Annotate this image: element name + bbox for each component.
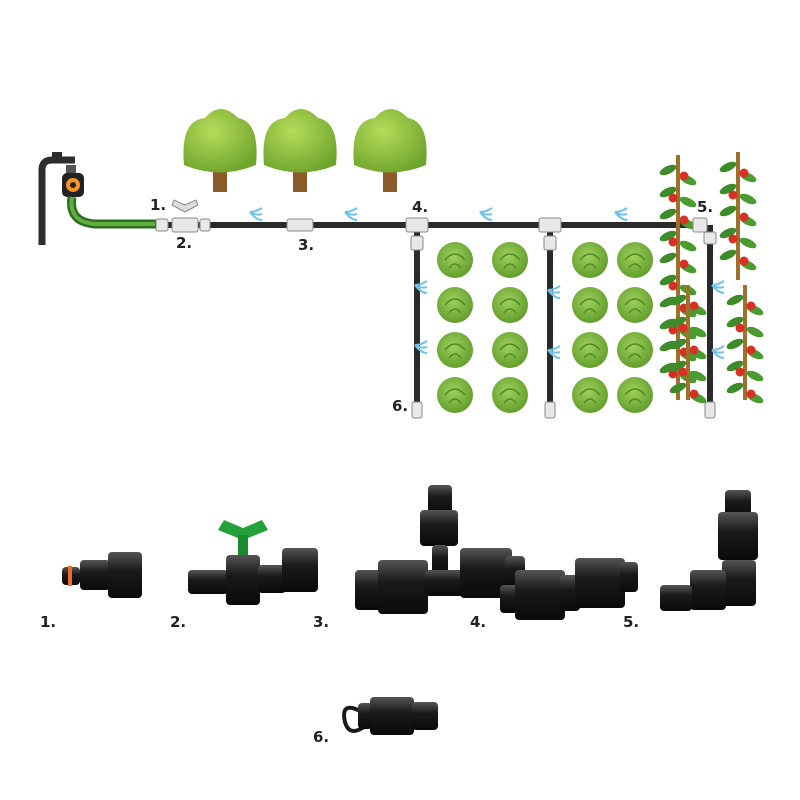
water-spray-icon — [614, 207, 628, 221]
water-spray-icon — [249, 207, 263, 221]
mini-valve-fitting — [171, 199, 199, 233]
tee-fitting-branch — [410, 235, 424, 251]
end-plug-fitting — [544, 401, 556, 419]
lettuce-icon — [572, 377, 608, 413]
lettuce-icon — [572, 242, 608, 278]
coupler-fitting — [286, 218, 314, 232]
faucet-icon — [38, 152, 76, 245]
diagram-label-4: 4. — [412, 198, 428, 216]
end-plug-fitting — [704, 401, 716, 419]
lettuce-icon — [492, 332, 528, 368]
lettuce-icon — [437, 332, 473, 368]
tomato-plant-icon — [669, 285, 707, 404]
water-spray-icon — [711, 345, 725, 359]
lettuce-icon — [617, 377, 653, 413]
water-spray-icon — [711, 280, 725, 294]
end-plug-fitting — [411, 401, 423, 419]
water-spray-icon — [344, 207, 358, 221]
tree-icon — [353, 109, 427, 192]
lettuce-icon — [572, 332, 608, 368]
product-label-3: 3. — [313, 613, 329, 631]
lettuce-icon — [572, 287, 608, 323]
product-2-mini-valve — [188, 520, 318, 605]
diagram-label-1: 1. — [150, 196, 166, 214]
tree-icon — [263, 109, 337, 192]
product-1-quick-connector — [62, 552, 142, 598]
diagram-label-3: 3. — [298, 236, 314, 254]
diagram-label-6: 6. — [392, 397, 408, 415]
valve-end-fitting — [199, 218, 211, 232]
elbow-fitting — [692, 217, 708, 233]
water-spray-icon — [479, 207, 493, 221]
product-label-2: 2. — [170, 613, 186, 631]
tomato-plant-icon — [726, 285, 764, 404]
tomato-plant-icon — [719, 152, 757, 280]
product-6-end-plug — [342, 697, 438, 735]
lettuce-icon — [617, 242, 653, 278]
lettuce-icon — [617, 287, 653, 323]
elbow-fitting-branch — [703, 231, 717, 245]
lettuce-icon — [437, 242, 473, 278]
product-label-1: 1. — [40, 613, 56, 631]
lettuce-icon — [492, 377, 528, 413]
product-label-4: 4. — [470, 613, 486, 631]
tee-fitting-branch — [543, 235, 557, 251]
product-5-elbow — [660, 490, 758, 611]
product-3-tee — [355, 485, 525, 614]
tee-fitting — [405, 217, 429, 233]
lettuce-icon — [492, 242, 528, 278]
water-timer-icon — [62, 173, 84, 197]
quick-connector-fitting — [155, 218, 169, 232]
lettuce-icon — [437, 287, 473, 323]
product-label-5: 5. — [623, 613, 639, 631]
water-spray-icon — [547, 285, 561, 299]
lettuce-icon — [617, 332, 653, 368]
diagram-label-5: 5. — [697, 198, 713, 216]
water-spray-icon — [414, 340, 428, 354]
product-4-coupler — [500, 558, 638, 620]
diagram-label-2: 2. — [176, 234, 192, 252]
water-spray-icon — [414, 280, 428, 294]
tee-fitting — [538, 217, 562, 233]
lettuce-icon — [437, 377, 473, 413]
tree-icon — [183, 109, 257, 192]
lettuce-icon — [492, 287, 528, 323]
product-label-6: 6. — [313, 728, 329, 746]
water-spray-icon — [547, 345, 561, 359]
